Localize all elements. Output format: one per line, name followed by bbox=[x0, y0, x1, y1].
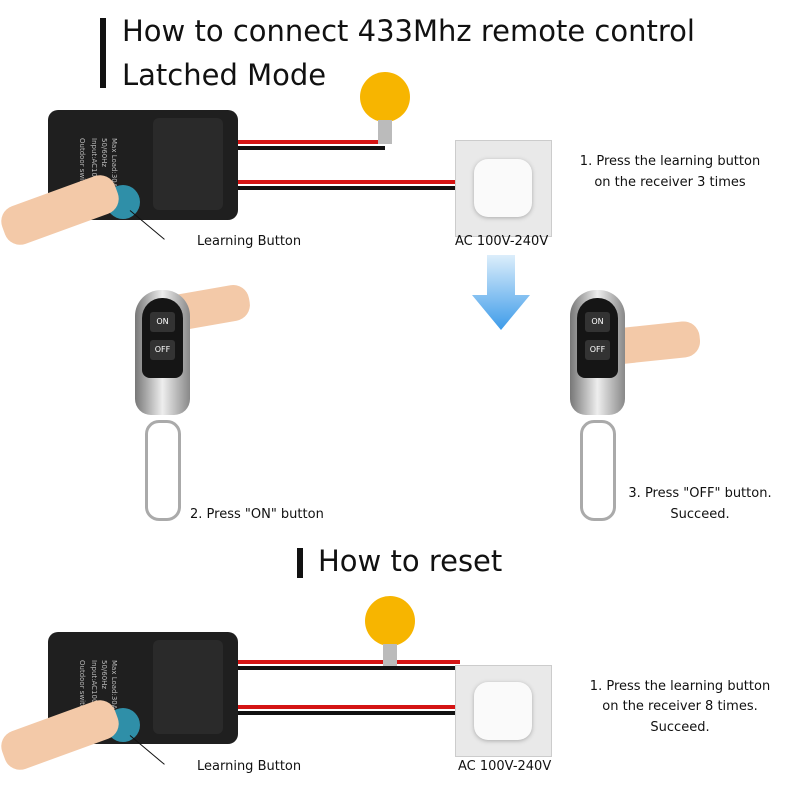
device-freq: 50/60Hz bbox=[100, 138, 108, 168]
light-bulb-icon bbox=[360, 72, 410, 122]
cable-black bbox=[235, 711, 457, 715]
wall-switch bbox=[455, 665, 552, 757]
remote-on-button[interactable]: ON bbox=[585, 312, 610, 332]
remote-control-left: ON OFF bbox=[135, 290, 190, 415]
remote-control-right: ON OFF bbox=[570, 290, 625, 415]
title-line1: How to connect 433Mhz remote control bbox=[122, 14, 695, 48]
reset-step-line2: on the receiver 8 times. bbox=[602, 699, 758, 714]
device-freq: 50/60Hz bbox=[100, 660, 108, 690]
wall-switch-button[interactable] bbox=[474, 159, 532, 217]
device-load: Max Load:30A bbox=[110, 660, 118, 710]
ac-label: AC 100V-240V bbox=[458, 759, 552, 774]
title-line2: Latched Mode bbox=[122, 58, 327, 92]
cable-black bbox=[235, 666, 460, 670]
remote-off-button[interactable]: OFF bbox=[150, 340, 175, 360]
ac-label: AC 100V-240V bbox=[455, 234, 549, 249]
step2-text: 2. Press "ON" button bbox=[190, 507, 324, 522]
remote-off-button[interactable]: OFF bbox=[585, 340, 610, 360]
learning-button-label: Learning Button bbox=[197, 759, 302, 774]
wall-switch-button[interactable] bbox=[474, 682, 532, 740]
step1-line2: on the receiver 3 times bbox=[594, 175, 746, 190]
learning-button-label: Learning Button bbox=[197, 234, 302, 249]
cable-black bbox=[235, 146, 385, 150]
arrow-down-icon bbox=[472, 255, 530, 330]
reset-title: How to reset bbox=[318, 544, 503, 578]
reset-step-line1: 1. Press the learning button bbox=[589, 679, 771, 694]
cable-red bbox=[235, 180, 457, 184]
reset-title-bar bbox=[297, 548, 303, 578]
cable-red bbox=[235, 705, 457, 709]
cable-red bbox=[235, 660, 460, 664]
keyring bbox=[580, 420, 616, 521]
wall-switch bbox=[455, 140, 552, 237]
bulb-base bbox=[383, 644, 397, 666]
cable-red bbox=[235, 140, 385, 144]
light-bulb-icon bbox=[365, 596, 415, 646]
title-bar bbox=[100, 18, 106, 88]
step1-line1: 1. Press the learning button bbox=[579, 154, 761, 169]
step3-line1: 3. Press "OFF" button. bbox=[628, 486, 772, 501]
keyring bbox=[145, 420, 181, 521]
reset-step-line3: Succeed. bbox=[650, 720, 710, 735]
remote-on-button[interactable]: ON bbox=[150, 312, 175, 332]
bulb-base bbox=[378, 120, 392, 144]
cable-black bbox=[235, 186, 457, 190]
step3-line2: Succeed. bbox=[670, 507, 730, 522]
